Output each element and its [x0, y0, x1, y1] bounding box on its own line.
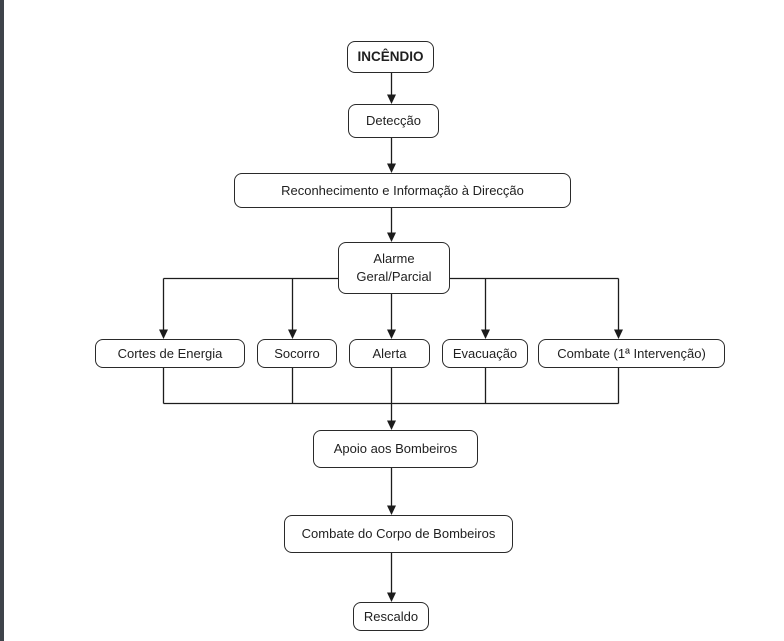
arrowhead-socorro	[288, 329, 297, 339]
node-alarme-line2: Geral/Parcial	[356, 269, 432, 284]
page-left-edge-bar	[0, 0, 4, 641]
node-rescaldo: Rescaldo	[353, 602, 429, 631]
arrowhead-deteccao	[387, 94, 396, 104]
node-cortes-de-energia: Cortes de Energia	[95, 339, 245, 368]
node-alarme-line1: Alarme	[373, 251, 415, 267]
arrowhead-evacuacao	[481, 329, 490, 339]
arrowhead-apoio	[387, 420, 396, 430]
arrowhead-alerta	[387, 329, 396, 339]
node-combate-1a-intervencao: Combate (1ª Intervenção)	[538, 339, 725, 368]
node-socorro: Socorro	[257, 339, 337, 368]
arrowhead-rescaldo	[387, 592, 396, 602]
node-reconhecimento: Reconhecimento e Informação à Direcção	[234, 173, 571, 208]
node-deteccao: Detecção	[348, 104, 439, 138]
node-alerta: Alerta	[349, 339, 430, 368]
node-evacuacao: Evacuação	[442, 339, 528, 368]
node-apoio-aos-bombeiros: Apoio aos Bombeiros	[313, 430, 478, 468]
arrowhead-combate-corpo	[387, 505, 396, 515]
node-alarme: Alarme Geral/Parcial	[338, 242, 450, 294]
arrowhead-combate-1a	[614, 329, 623, 339]
node-combate-corpo-de-bombeiros: Combate do Corpo de Bombeiros	[284, 515, 513, 553]
arrowhead-alarme	[387, 232, 396, 242]
arrowhead-cortes	[159, 329, 168, 339]
node-incendio: INCÊNDIO	[347, 41, 434, 73]
arrowhead-reconhecimento	[387, 163, 396, 173]
